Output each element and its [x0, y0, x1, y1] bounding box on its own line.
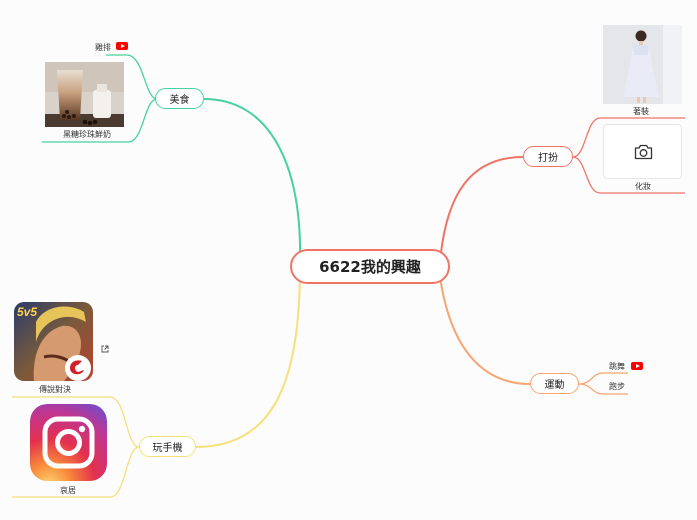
- subtopic-running-label: 跑步: [609, 382, 625, 391]
- central-topic[interactable]: 6622我的興趣: [290, 249, 450, 284]
- youtube-icon[interactable]: [116, 42, 128, 50]
- white-dress-photo: [603, 25, 682, 104]
- topic-dress-up[interactable]: 打扮: [523, 146, 573, 167]
- central-topic-label: 6622我的興趣: [319, 258, 421, 276]
- subtopic-dance-label: 跳舞: [609, 362, 625, 371]
- makeup-image-placeholder[interactable]: [603, 124, 682, 179]
- subtopic-chicken-chop-label: 雞排: [95, 43, 111, 52]
- subtopic-makeup-label: 化妝: [635, 182, 651, 191]
- topic-dress-up-label: 打扮: [538, 153, 558, 164]
- topic-sports-label: 運動: [544, 380, 565, 391]
- arena-of-valor-app-icon: 5v5: [14, 302, 93, 381]
- bubble-tea-photo: [45, 62, 124, 127]
- topic-phone[interactable]: 玩手機: [139, 436, 196, 457]
- subtopic-instagram-label: 哀居: [60, 486, 76, 495]
- topic-phone-label: 玩手機: [152, 443, 183, 454]
- topic-food[interactable]: 美食: [155, 88, 204, 109]
- subtopic-outfit-label: 著裝: [633, 107, 649, 116]
- youtube-icon[interactable]: [631, 362, 643, 370]
- subtopic-arena-of-valor-label: 傳說對決: [39, 385, 71, 394]
- subtopic-bubble-milk-label: 黑糖珍珠鮮奶: [63, 130, 111, 139]
- game-logo-5v5: 5v5: [17, 305, 38, 319]
- external-link-icon[interactable]: [101, 345, 109, 353]
- topic-food-label: 美食: [169, 95, 190, 106]
- topic-sports[interactable]: 運動: [530, 373, 579, 394]
- instagram-app-icon: [30, 404, 107, 481]
- camera-icon: [634, 144, 653, 160]
